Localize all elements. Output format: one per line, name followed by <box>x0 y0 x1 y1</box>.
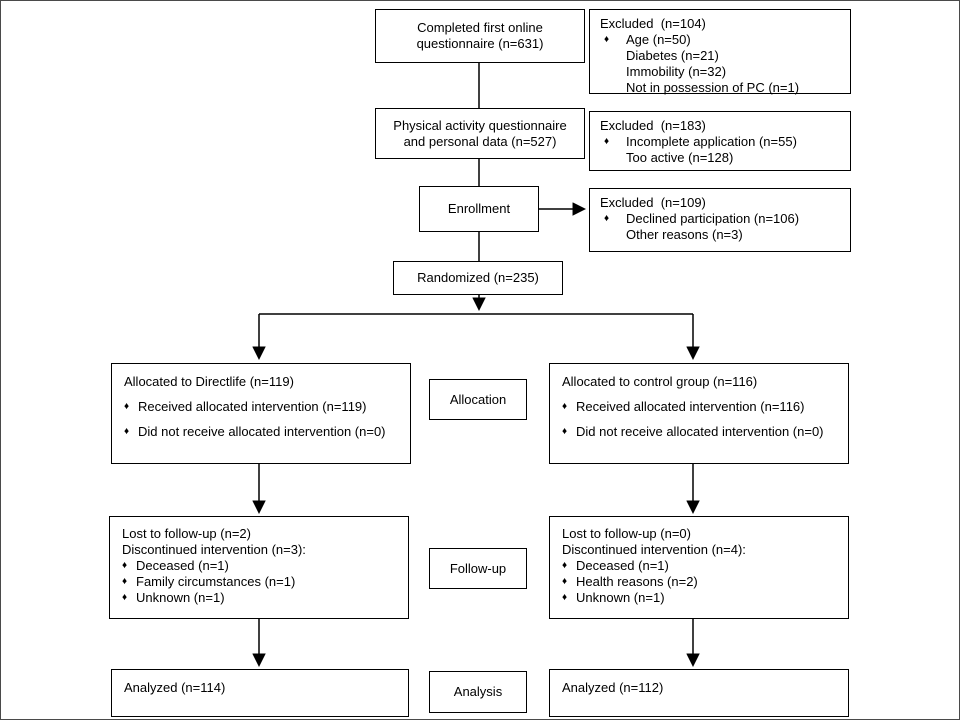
excluded-title: Excluded (n=104) <box>600 16 706 31</box>
box-allocated-control: Allocated to control group (n=116) ♦ Rec… <box>549 363 849 464</box>
allocation-item-label: Received allocated intervention (n=119) <box>138 399 367 414</box>
excluded-item-label: Not in possession of PC (n=1) <box>626 80 800 95</box>
diamond-bullet-icon: ♦ <box>124 401 130 412</box>
diamond-bullet-icon: ♦ <box>122 560 128 571</box>
allocation-item: ♦ Did not receive allocated intervention… <box>124 424 400 440</box>
followup-item-label: Health reasons (n=2) <box>576 574 698 589</box>
diamond-bullet-icon: ♦ <box>562 560 568 571</box>
discontinued-line: Discontinued intervention (n=3): <box>122 542 306 557</box>
diamond-bullet-icon: ♦ <box>604 136 610 147</box>
box-text-line: Randomized (n=235) <box>417 270 539 285</box>
allocation-item: ♦ Received allocated intervention (n=116… <box>562 399 838 415</box>
diamond-bullet-icon: ♦ <box>604 34 610 45</box>
excluded-item: Too active (n=128) <box>600 150 842 166</box>
excluded-item: Not in possession of PC (n=1) <box>600 80 842 96</box>
box-excluded-183: Excluded (n=183) ♦ Incomplete applicatio… <box>589 111 851 171</box>
box-allocated-directlife: Allocated to Directlife (n=119) ♦ Receiv… <box>111 363 411 464</box>
allocation-title: Allocated to control group (n=116) <box>562 374 758 389</box>
excluded-item-label: Immobility (n=32) <box>626 64 727 79</box>
excluded-item: ♦ Age (n=50) <box>600 32 842 48</box>
allocation-item: ♦ Received allocated intervention (n=119… <box>124 399 400 415</box>
lost-line: Lost to follow-up (n=2) <box>122 526 251 541</box>
followup-item: ♦ Deceased (n=1) <box>122 558 398 574</box>
box-followup-stage: Follow-up <box>429 548 527 589</box>
analyzed-label: Analyzed (n=114) <box>124 680 226 695</box>
followup-item: ♦ Unknown (n=1) <box>562 590 838 606</box>
excluded-item: Immobility (n=32) <box>600 64 842 80</box>
diamond-bullet-icon: ♦ <box>122 576 128 587</box>
stage-label: Follow-up <box>449 560 507 576</box>
box-text-line: Completed first online <box>417 20 543 35</box>
box-followup-control: Lost to follow-up (n=0) Discontinued int… <box>549 516 849 619</box>
box-enrollment-stage: Enrollment <box>419 186 539 232</box>
diamond-bullet-icon: ♦ <box>562 426 568 437</box>
box-randomized: Randomized (n=235) <box>393 261 563 295</box>
excluded-item: ♦ Declined participation (n=106) <box>600 211 842 227</box>
diamond-bullet-icon: ♦ <box>562 592 568 603</box>
box-text-line: questionnaire (n=631) <box>416 36 544 51</box>
excluded-item-label: Too active (n=128) <box>626 150 734 165</box>
analyzed-label: Analyzed (n=112) <box>562 680 664 695</box>
excluded-item-label: Age (n=50) <box>626 32 691 47</box>
allocation-item-label: Did not receive allocated intervention (… <box>138 424 386 439</box>
box-excluded-109: Excluded (n=109) ♦ Declined participatio… <box>589 188 851 252</box>
box-allocation-stage: Allocation <box>429 379 527 420</box>
diamond-bullet-icon: ♦ <box>122 592 128 603</box>
stage-label: Analysis <box>453 684 503 699</box>
stage-label: Enrollment <box>447 201 511 216</box>
followup-item: ♦ Deceased (n=1) <box>562 558 838 574</box>
followup-item-label: Deceased (n=1) <box>136 558 229 573</box>
followup-item-label: Deceased (n=1) <box>576 558 669 573</box>
followup-item: ♦ Unknown (n=1) <box>122 590 398 606</box>
excluded-item: Diabetes (n=21) <box>600 48 842 64</box>
allocation-item: ♦ Did not receive allocated intervention… <box>562 424 838 440</box>
box-physical-activity: Physical activity questionnaire and pers… <box>375 108 585 159</box>
excluded-item: Other reasons (n=3) <box>600 227 842 243</box>
followup-item: ♦ Health reasons (n=2) <box>562 574 838 590</box>
allocation-item-label: Received allocated intervention (n=116) <box>576 399 805 414</box>
diamond-bullet-icon: ♦ <box>604 213 610 224</box>
box-text-line: and personal data (n=527) <box>403 133 557 149</box>
followup-item-label: Unknown (n=1) <box>576 590 665 605</box>
box-analysis-stage: Analysis <box>429 671 527 713</box>
discontinued-line: Discontinued intervention (n=4): <box>562 542 746 557</box>
box-text-line: Physical activity questionnaire <box>393 117 567 133</box>
lost-line: Lost to follow-up (n=0) <box>562 526 691 541</box>
excluded-title: Excluded (n=183) <box>600 118 706 133</box>
box-followup-directlife: Lost to follow-up (n=2) Discontinued int… <box>109 516 409 619</box>
diamond-bullet-icon: ♦ <box>562 401 568 412</box>
excluded-item-label: Incomplete application (n=55) <box>626 134 797 149</box>
stage-label: Allocation <box>449 391 507 407</box>
excluded-item-label: Declined participation (n=106) <box>626 211 800 226</box>
excluded-item-label: Other reasons (n=3) <box>626 227 743 242</box>
excluded-item-label: Diabetes (n=21) <box>626 48 719 63</box>
allocation-item-label: Did not receive allocated intervention (… <box>576 424 824 439</box>
excluded-item: ♦ Incomplete application (n=55) <box>600 134 842 150</box>
followup-item-label: Family circumstances (n=1) <box>136 574 296 589</box>
diamond-bullet-icon: ♦ <box>124 426 130 437</box>
followup-item: ♦ Family circumstances (n=1) <box>122 574 398 590</box>
box-analyzed-control: Analyzed (n=112) <box>549 669 849 717</box>
box-analyzed-directlife: Analyzed (n=114) <box>111 669 409 717</box>
followup-item-label: Unknown (n=1) <box>136 590 225 605</box>
excluded-title: Excluded (n=109) <box>600 195 706 210</box>
allocation-title: Allocated to Directlife (n=119) <box>124 374 294 389</box>
box-completed-questionnaire: Completed first online questionnaire (n=… <box>375 9 585 63</box>
box-excluded-104: Excluded (n=104) ♦ Age (n=50) Diabetes (… <box>589 9 851 96</box>
diamond-bullet-icon: ♦ <box>562 576 568 587</box>
